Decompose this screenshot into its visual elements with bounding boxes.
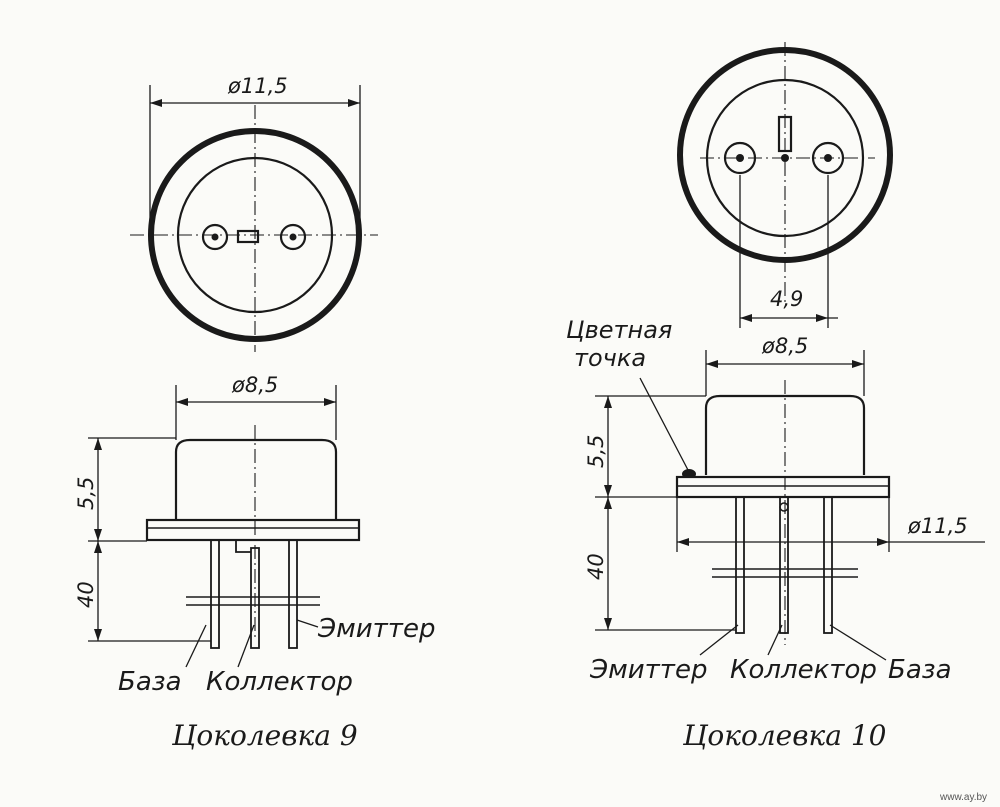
left-pin-emitter-label: Эмиттер (317, 614, 435, 644)
right-color-dot-label-line2: точка (574, 344, 646, 372)
left-lead-emitter (288, 539, 298, 649)
right-pin-emitter-circle (723, 141, 757, 175)
left-top-view: ø11,5 (130, 74, 378, 352)
right-pin-base-label: База (888, 655, 952, 685)
left-leads (186, 539, 320, 649)
right-flange (675, 475, 891, 499)
left-lead-collector (250, 547, 260, 649)
right-pin-emitter-dot (736, 154, 744, 162)
right-pin-base-dot (824, 154, 832, 162)
watermark: www.ay.by (939, 792, 987, 803)
left-key-tab (236, 229, 260, 244)
right-cap-outline (704, 394, 866, 475)
right-side-view: Цветная точка ø8,5 ø11,5 (566, 316, 985, 685)
right-top-view: 4,9 (677, 42, 893, 328)
right-color-dot-label-line1: Цветная (566, 316, 672, 344)
right-lead-length-label: 40 (584, 553, 608, 580)
left-side-view: ø8,5 5,5 40 База Коллектор Эмиттер (74, 373, 435, 697)
right-flange-diameter-label: ø11,5 (907, 514, 968, 538)
right-lead-collector (779, 496, 789, 634)
left-top-diameter-label: ø11,5 (227, 74, 288, 98)
left-cap-outline (174, 438, 338, 520)
right-lead-emitter (735, 496, 745, 634)
right-lead-base (823, 496, 833, 634)
left-pin-emitter-dot (289, 233, 297, 241)
right-height-label: 5,5 (584, 435, 608, 468)
left-body-diameter-label: ø8,5 (231, 373, 278, 397)
left-lead-base (210, 539, 220, 649)
right-pin-emitter-label: Эмиттер (589, 655, 707, 685)
left-height-label: 5,5 (74, 477, 98, 510)
right-caption: Цоколевка 10 (682, 719, 887, 752)
right-pin-collector-label: Коллектор (730, 655, 877, 685)
left-flange (145, 518, 361, 542)
left-pin-base-label: База (118, 667, 182, 697)
left-caption: Цоколевка 9 (171, 719, 358, 752)
left-pin-base-circle (201, 223, 229, 251)
left-pin-emitter-circle (279, 223, 307, 251)
left-lead-length-label: 40 (74, 581, 98, 608)
left-pin-base-dot (211, 233, 219, 241)
right-color-dot-leader (639, 377, 689, 471)
right-key-tab (777, 115, 793, 153)
right-pin-collector-dot (781, 154, 789, 162)
left-pin-collector-label: Коллектор (206, 667, 353, 697)
right-leads (712, 496, 858, 634)
right-pin-spacing-label: 4,9 (770, 287, 803, 311)
right-body-diameter-label: ø8,5 (761, 334, 808, 358)
right-pin-base-circle (811, 141, 845, 175)
